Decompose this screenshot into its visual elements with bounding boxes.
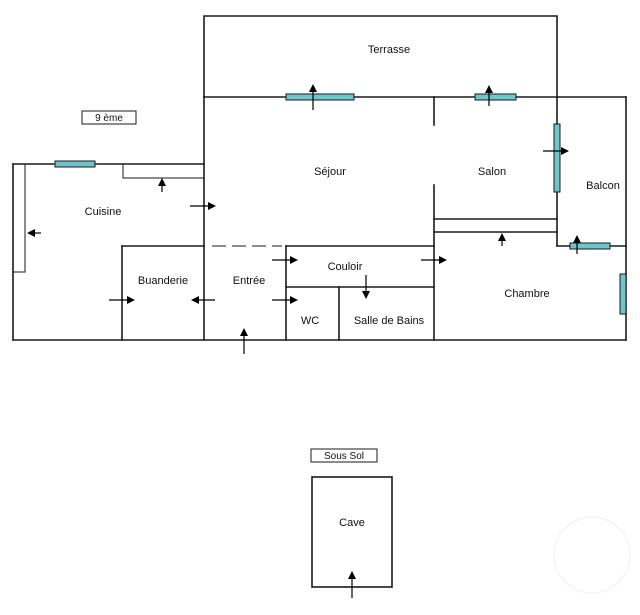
label-cuisine: Cuisine [85,206,122,218]
label-chambre: Chambre [504,288,549,300]
door-arrows [27,84,581,598]
watermark-circle [553,516,631,594]
window-chambre [619,273,627,315]
label-cave: Cave [339,517,365,529]
label-salle-de-bains: Salle de Bains [354,315,425,327]
floor-tag-text: 9 ème [95,113,123,124]
label-couloir: Couloir [328,261,363,273]
cave-room [311,476,393,588]
window-salon [474,93,517,101]
basement-tag-text: Sous Sol [324,451,364,462]
label-buanderie: Buanderie [138,275,188,287]
label-wc: WC [301,315,319,327]
label-balcon: Balcon [586,180,620,192]
basement-tag: Sous Sol [310,448,378,463]
windows [54,93,627,315]
window-cuisine [54,160,96,168]
label-terrasse: Terrasse [368,44,410,56]
window-balcon [569,242,611,250]
floor-tag: 9 ème [81,110,137,125]
window-salon-balcon [553,123,561,193]
label-sejour: Séjour [314,166,346,178]
label-entree: Entrée [233,275,265,287]
label-salon: Salon [478,166,506,178]
window-sejour [285,93,355,101]
